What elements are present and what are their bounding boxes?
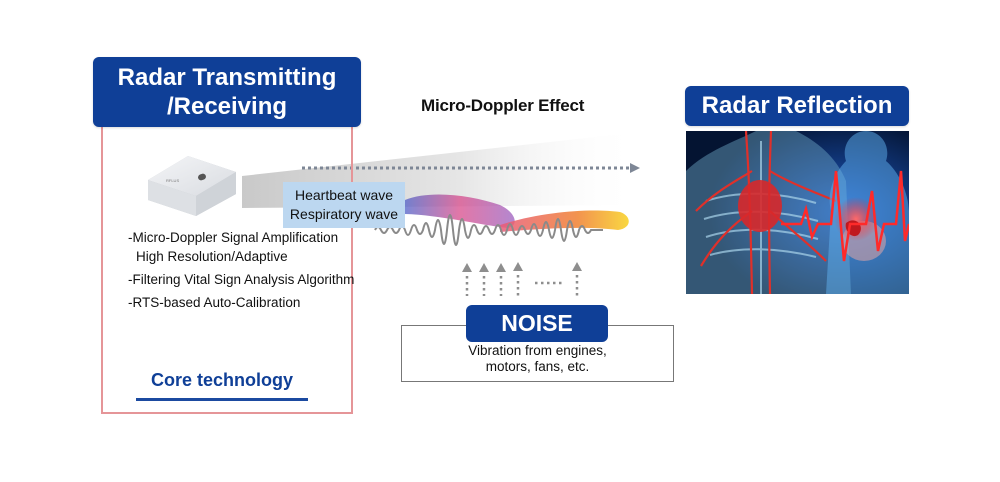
vital-sign-wave — [374, 214, 603, 246]
radar-transmitting-title: Radar Transmitting /Receiving — [93, 57, 361, 127]
title-line-2: /Receiving — [166, 93, 288, 120]
noise-description-line-2: motors, fans, etc. — [485, 359, 590, 374]
core-technology-underline — [136, 398, 308, 401]
dotted-arrow-head — [630, 163, 640, 173]
title-line-1: Radar Transmitting — [117, 64, 337, 91]
radar-reflection-title: Radar Reflection — [685, 86, 909, 126]
wave-label-box: Heartbeat wave Respiratory wave — [283, 182, 405, 228]
core-technology-frame — [101, 118, 353, 414]
noise-title: NOISE — [466, 305, 608, 342]
feature-item: -Filtering Vital Sign Analysis Algorithm — [128, 272, 355, 287]
respiratory-wave-label: Respiratory wave — [289, 206, 399, 222]
micro-doppler-title: Micro-Doppler Effect — [421, 96, 585, 115]
core-technology-label: Core technology — [150, 370, 293, 390]
noise-description-line-1: Vibration from engines, — [468, 343, 607, 358]
radar-sensor-device-icon: RFLUS — [148, 156, 236, 216]
heartbeat-ribbon — [405, 194, 515, 228]
human-body-anatomy-icon — [686, 131, 909, 294]
heartbeat-wave-label: Heartbeat wave — [294, 187, 394, 203]
feature-item: -Micro-Doppler Signal Amplification High… — [128, 230, 339, 264]
noise-description: Vibration from engines, motors, fans, et… — [401, 343, 674, 375]
noise-arrows — [462, 262, 582, 296]
core-feature-list: -Micro-Doppler Signal Amplification High… — [128, 228, 358, 316]
feature-item: -RTS-based Auto-Calibration — [128, 295, 301, 310]
respiratory-ribbon — [500, 210, 629, 232]
svg-text:RFLUS: RFLUS — [166, 178, 179, 183]
